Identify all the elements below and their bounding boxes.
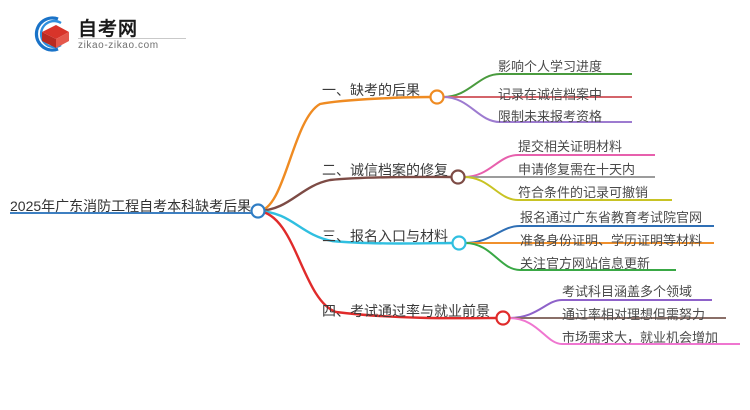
leaf-label-2-3[interactable]: 符合条件的记录可撤销 <box>518 185 649 200</box>
logo-url: zikao-zikao.com <box>78 40 159 51</box>
branch-trunk-4 <box>257 209 498 320</box>
branch-node-circle-3[interactable] <box>451 235 467 251</box>
leaf-edge-1c <box>442 96 632 123</box>
root-node-circle[interactable] <box>250 203 266 219</box>
branch-label-1[interactable]: 一、缺考的后果 <box>322 82 420 98</box>
site-logo[interactable]: 自考网 zikao-zikao.com <box>28 10 188 58</box>
branch-label-2[interactable]: 二、诚信档案的修复 <box>322 162 448 178</box>
logo-name: 自考网 <box>78 19 139 40</box>
leaf-label-1-2[interactable]: 记录在诚信档案中 <box>498 87 603 102</box>
leaf-label-4-1[interactable]: 考试科目涵盖多个领域 <box>562 284 693 299</box>
branch-trunk-1 <box>257 95 432 213</box>
leaf-label-2-1[interactable]: 提交相关证明材料 <box>518 139 623 154</box>
leaf-label-2-2[interactable]: 申请修复需在十天内 <box>518 162 636 177</box>
leaf-label-4-3[interactable]: 市场需求大，就业机会增加 <box>562 330 719 345</box>
leaf-label-1-1[interactable]: 影响个人学习进度 <box>498 59 603 74</box>
branch-trunk-2 <box>257 175 453 213</box>
leaf-label-3-1[interactable]: 报名通过广东省教育考试院官网 <box>520 210 703 225</box>
root-node-label[interactable]: 2025年广东消防工程自考本科缺考后果 <box>10 198 252 214</box>
leaf-edge-3c <box>464 242 676 271</box>
leaf-label-3-3[interactable]: 关注官方网站信息更新 <box>520 256 651 271</box>
leaf-label-1-3[interactable]: 限制未来报考资格 <box>498 109 603 124</box>
leaf-edge-2c <box>463 176 672 201</box>
logo-divider <box>78 38 186 39</box>
leaf-edge-4c <box>508 317 740 345</box>
leaf-label-4-2[interactable]: 通过率相对理想但需努力 <box>562 307 706 322</box>
branch-node-circle-4[interactable] <box>495 310 511 326</box>
branch-label-3[interactable]: 三、报名入口与材料 <box>322 228 448 244</box>
branch-node-circle-2[interactable] <box>450 169 466 185</box>
branch-node-circle-1[interactable] <box>429 89 445 105</box>
branch-label-4[interactable]: 四、考试通过率与就业前景 <box>322 303 490 319</box>
leaf-label-3-2[interactable]: 准备身份证明、学历证明等材料 <box>520 233 703 248</box>
graduation-book-icon <box>34 16 69 52</box>
branch-trunk-3 <box>257 209 454 245</box>
